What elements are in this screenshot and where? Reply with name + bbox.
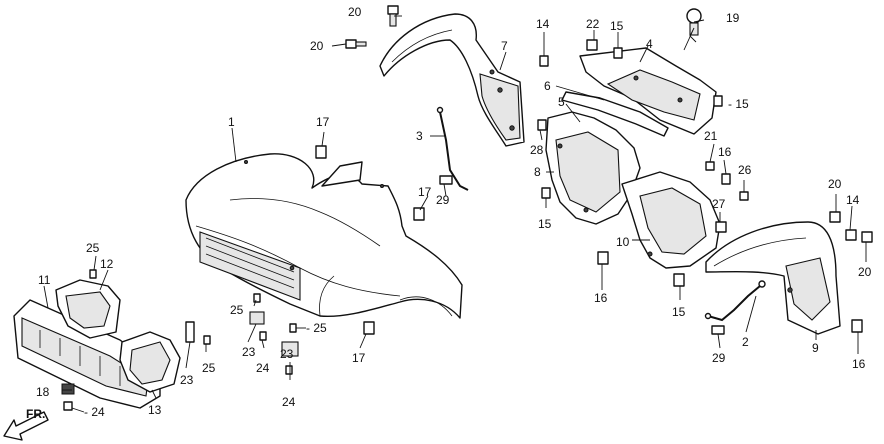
fasteners (61, 5, 873, 411)
label-12: 12 (100, 257, 114, 271)
label-5: 5 (558, 95, 565, 109)
label-1: 1 (228, 115, 235, 129)
label-25-left: 25 (86, 241, 100, 255)
label-25-lower: 25 (202, 361, 216, 375)
label-14-top: 14 (536, 17, 550, 31)
label-29-left: 29 (436, 193, 450, 207)
label-17-bottom: 17 (352, 351, 366, 365)
fender-rod (704, 280, 766, 322)
label-28: 28 (530, 143, 544, 157)
front-fender-stay (379, 13, 525, 147)
label-24-bottom: - 24 (84, 405, 105, 419)
label-13: 13 (148, 403, 162, 417)
arrow-icon (3, 411, 49, 441)
part-number-labels: 1 2 3 4 5 6 7 8 9 10 11 12 13 14 14 15 -… (36, 5, 872, 419)
label-9: 9 (812, 341, 819, 355)
label-29-right: 29 (712, 351, 726, 365)
label-18: 18 (36, 385, 50, 399)
label-11: 11 (38, 273, 51, 287)
right-fender-guard (705, 221, 841, 335)
label-6: 6 (544, 79, 551, 93)
headlight-housing-upper (55, 279, 121, 339)
label-23-right: 23 (280, 347, 294, 361)
label-4: 4 (646, 37, 653, 51)
label-20-right-bottom: 20 (858, 265, 872, 279)
label-15-bottom: 15 (672, 305, 686, 319)
direction-label: FR. (26, 407, 45, 421)
label-15-right: - 15 (728, 97, 749, 111)
label-22: 22 (586, 17, 600, 31)
headlight-housing-lower (119, 331, 181, 393)
inner-mud-guard (621, 171, 721, 269)
label-15-top: 15 (610, 19, 624, 33)
label-23-lower: 23 (180, 373, 194, 387)
label-23-left: 23 (242, 345, 256, 359)
label-15-middle: 15 (538, 217, 552, 231)
label-19: 19 (726, 11, 740, 25)
front-fender (185, 153, 463, 319)
label-26: 26 (738, 163, 752, 177)
label-20-top: 20 (348, 5, 362, 19)
label-16-right: 16 (852, 357, 866, 371)
front-direction-arrow: FR. (3, 407, 49, 441)
fender-cross-member (561, 91, 669, 137)
label-27: 27 (712, 197, 726, 211)
label-25-right: - 25 (306, 321, 327, 335)
label-24-left: 24 (256, 361, 270, 375)
fender-bracket (579, 47, 717, 135)
label-7: 7 (501, 39, 508, 53)
label-14-right: 14 (846, 193, 860, 207)
inner-splash-guard (545, 111, 641, 225)
label-17-top: 17 (316, 115, 330, 129)
label-16-lower: 16 (594, 291, 608, 305)
label-24-right: 24 (282, 395, 296, 409)
label-20-right-top: 20 (828, 177, 842, 191)
label-20-second: 20 (310, 39, 324, 53)
label-25-middle: 25 (230, 303, 244, 317)
label-21: 21 (704, 129, 718, 143)
label-3: 3 (416, 129, 423, 143)
label-10: 10 (616, 235, 630, 249)
label-8: 8 (534, 165, 541, 179)
label-17-middle: 17 (418, 185, 432, 199)
front-grille (13, 299, 161, 409)
label-2: 2 (742, 335, 749, 349)
support-rod (436, 106, 469, 191)
leader-lines (43, 15, 867, 413)
label-16-upper: 16 (718, 145, 732, 159)
